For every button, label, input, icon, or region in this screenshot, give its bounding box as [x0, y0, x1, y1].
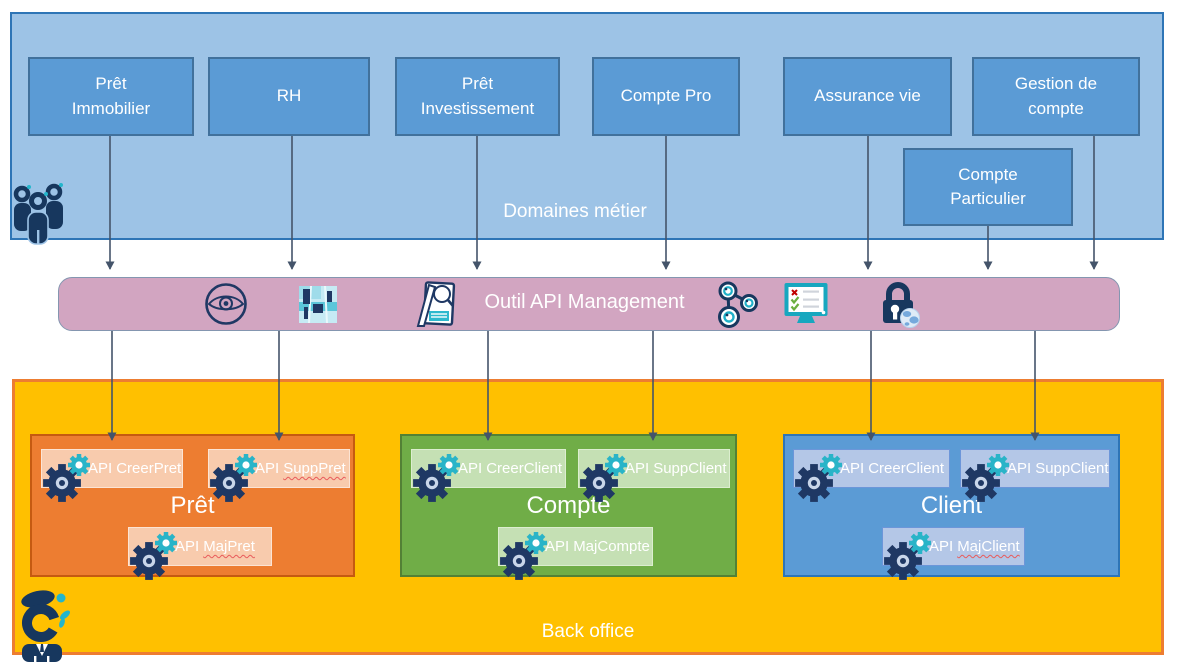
domain-box-assurance-vie: Assurance vie [783, 57, 952, 136]
domain-box-label: Compte Pro [620, 86, 712, 106]
people-group-icon [13, 183, 63, 245]
map-icon [299, 285, 337, 324]
domain-band-title: Domaines métier [503, 201, 647, 222]
gears-icon [210, 454, 257, 502]
domain-box-label: Prêt Investissement [420, 74, 535, 118]
domain-box-compte-particulier: Compte Particulier [903, 148, 1073, 226]
gears-icon [413, 454, 460, 502]
lock-globe-icon [883, 282, 920, 328]
domain-box-pret-investissement: Prêt Investissement [395, 57, 560, 136]
back-office-title: Back office [541, 621, 635, 642]
gears-icon [130, 532, 177, 580]
domain-box-pret-immobilier: Prêt Immobilier [28, 57, 194, 136]
eye-icon [205, 283, 247, 325]
domain-box-label: Gestion de compte [1014, 74, 1098, 118]
gears-icon [43, 454, 90, 502]
beret-person-icon [21, 590, 70, 662]
gears-icon [884, 532, 931, 580]
gears-icon [500, 532, 547, 580]
gears-icon [962, 454, 1009, 502]
domain-box-compte-pro: Compte Pro [592, 57, 740, 136]
group-pret-title: Prêt [170, 492, 215, 519]
linked-gauges-icon [718, 281, 758, 328]
document-review-icon [416, 281, 456, 327]
api-band-title: Outil API Management [484, 291, 685, 313]
domain-box-label: Prêt Immobilier [71, 74, 151, 118]
checklist-monitor-icon [784, 283, 828, 323]
domain-box-label: RH [276, 86, 302, 106]
domain-box-label: Compte Particulier [950, 164, 1026, 208]
domain-box-gestion-de-compte: Gestion de compte [972, 57, 1140, 136]
gears-icon [795, 454, 842, 502]
domain-box-rh: RH [208, 57, 370, 136]
domain-box-label: Assurance vie [814, 86, 921, 106]
gears-icon [580, 454, 627, 502]
